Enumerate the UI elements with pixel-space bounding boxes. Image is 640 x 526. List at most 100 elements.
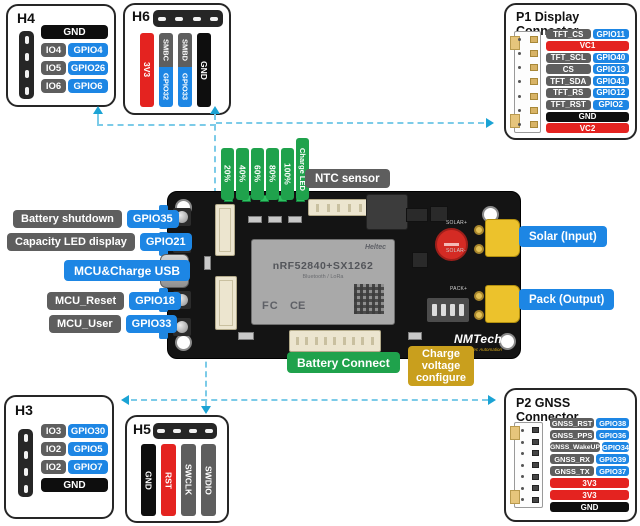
- module-chip-text: nRF52840+SX1262: [272, 260, 374, 272]
- mcu-user-button: [173, 318, 191, 336]
- ce-mark: CE: [290, 300, 306, 312]
- pin-header-icon: [153, 10, 223, 27]
- pin-row: GNSS_RST GPIO38: [550, 418, 629, 428]
- label-charge-voltage-configure: Charge voltage configure: [408, 346, 474, 386]
- pack-connector: [485, 285, 520, 323]
- ic-chip: [412, 252, 428, 268]
- panel-h4: H4 GND IO4 GPIO4 IO5 GPIO26 IO6 GPIO6: [6, 4, 116, 107]
- fpc-connector-icon: [510, 31, 541, 133]
- charge-bar-20: 20%: [221, 148, 234, 200]
- label-mcu-charge-usb: MCU&Charge USB: [64, 260, 191, 281]
- arrow-to-h4-icon: [93, 106, 103, 114]
- jst-connector-icon: [510, 422, 543, 508]
- pcb-board: Heltec nRF52840+SX1262 Bluetooth / LoRa …: [159, 191, 521, 359]
- mounting-hole-icon: [499, 333, 516, 350]
- smd-component: [204, 256, 211, 270]
- pin-row: CS GPIO13: [546, 64, 629, 75]
- pin-3v3: 3V3: [550, 478, 629, 488]
- label-battery-shutdown: Battery shutdown GPIO35: [13, 210, 179, 228]
- label-ntc-sensor: NTC sensor: [305, 169, 390, 188]
- pin-header-icon: [18, 429, 33, 497]
- pin-io: IO5: [41, 61, 66, 75]
- panel-p2-gnss-connector: P2 GNSS Connector GNSS_RST GPIO38 GNSS_P…: [504, 388, 637, 522]
- pin-gnd: GND: [550, 502, 629, 512]
- pin-io: IO3: [41, 424, 66, 438]
- panel-p1-display-connector: P1 Display Connector TFT_CS GPIO11 VC1 T…: [504, 3, 637, 140]
- panel-h5: H5 GND RST SWCLK SWDIO: [125, 415, 229, 523]
- module-sub-text: Bluetooth / LoRa: [302, 274, 344, 280]
- arrow-to-h6-icon: [210, 106, 220, 114]
- fcc-mark: FC: [262, 300, 279, 312]
- pin-gpio: GPIO7: [68, 460, 108, 474]
- qr-code-icon: [354, 284, 384, 314]
- arrow-to-h3-icon: [121, 395, 129, 405]
- pin-rst: RST: [161, 444, 176, 516]
- panel-h6: H6 3V3 SMBC GPIO32 SMBD GPIO33 GND: [123, 3, 231, 115]
- pin-gpio: GPIO26: [68, 61, 108, 75]
- pin-row: GNSS_TX GPIO37: [550, 466, 629, 476]
- dashed-connector-line: [205, 352, 207, 406]
- pin-header-icon: [153, 423, 217, 439]
- pin-gpio: GPIO30: [68, 424, 108, 438]
- nmtech-logo-text: NMTech: [453, 332, 502, 346]
- charge-bar-40: 40%: [236, 148, 249, 200]
- label-pack-output: Pack (Output): [519, 289, 615, 310]
- module-brand-text: Heltec: [364, 244, 386, 251]
- pin-3v3: 3V3: [140, 33, 154, 107]
- pin-io: IO2: [41, 460, 66, 474]
- dashed-connector-line: [97, 124, 216, 126]
- pin-row: IO2 GPIO5: [41, 442, 108, 456]
- pin-smbd-gpio33: SMBD GPIO33: [178, 33, 192, 107]
- pin-row: GNSS_WakeUP GPIO34: [550, 442, 630, 452]
- charge-bar-100: 100%: [281, 148, 294, 200]
- dashed-connector-line: [214, 114, 216, 194]
- arrow-to-p2-icon: [488, 395, 496, 405]
- pin-io: IO6: [41, 79, 66, 93]
- ic-chip: [430, 206, 448, 222]
- sd-card-slot: [366, 194, 408, 230]
- panel-h4-title: H4: [17, 10, 35, 26]
- pin-row: TFT_SCL GPIO40: [546, 52, 629, 63]
- pin-smbc-gpio32: SMBC GPIO32: [159, 33, 173, 107]
- capacitor: [435, 228, 468, 261]
- dashed-connector-line: [131, 399, 488, 401]
- pin-row: GNSS_RX GPIO39: [550, 454, 629, 464]
- pin-gnd: GND: [41, 478, 108, 492]
- arrow-to-p1-icon: [486, 118, 494, 128]
- solar-minus-pin: [474, 244, 484, 254]
- pin-gnd: GND: [546, 111, 629, 122]
- pin-row: TFT_RST GPIO2: [546, 99, 629, 110]
- pin-gnd: GND: [41, 25, 108, 39]
- pin-row: IO6 GPIO6: [41, 79, 108, 93]
- solar-plus-label: SOLAR+: [446, 220, 468, 226]
- smd-component: [408, 332, 422, 340]
- jst-connector: [215, 204, 235, 256]
- pin-gnd: GND: [141, 444, 156, 516]
- pin-row: TFT_CS GPIO11: [546, 29, 629, 39]
- pin-row: GNSS_PPS GPIO36: [550, 430, 629, 440]
- jst-connector: [215, 276, 237, 330]
- label-capacity-led: Capacity LED display GPIO21: [7, 233, 192, 251]
- pin-io: IO2: [41, 442, 66, 456]
- solar-plus-pin: [474, 225, 484, 235]
- smd-component: [268, 216, 282, 223]
- pin-row: TFT_RS GPIO12: [546, 87, 629, 98]
- pin-gpio: GPIO4: [68, 43, 108, 57]
- pin-row: TFT_SDA GPIO41: [546, 76, 629, 87]
- pin-row: IO2 GPIO7: [41, 460, 108, 474]
- solar-minus-label: SOLAR-: [446, 248, 466, 254]
- charge-bar-60: 60%: [251, 148, 264, 200]
- smd-component: [248, 216, 262, 223]
- smd-component: [238, 332, 254, 340]
- pin-row: IO5 GPIO26: [41, 61, 108, 75]
- pack-plus-label: PACK+: [450, 286, 468, 292]
- pin-3v3: 3V3: [550, 490, 629, 500]
- pin-io: IO4: [41, 43, 66, 57]
- pin-gpio: GPIO5: [68, 442, 108, 456]
- pack-minus-pin: [474, 310, 484, 320]
- rf-module: Heltec nRF52840+SX1262 Bluetooth / LoRa …: [251, 239, 395, 325]
- ic-chip: [406, 208, 428, 222]
- panel-h5-title: H5: [133, 421, 151, 437]
- pin-swdio: SWDIO: [201, 444, 216, 516]
